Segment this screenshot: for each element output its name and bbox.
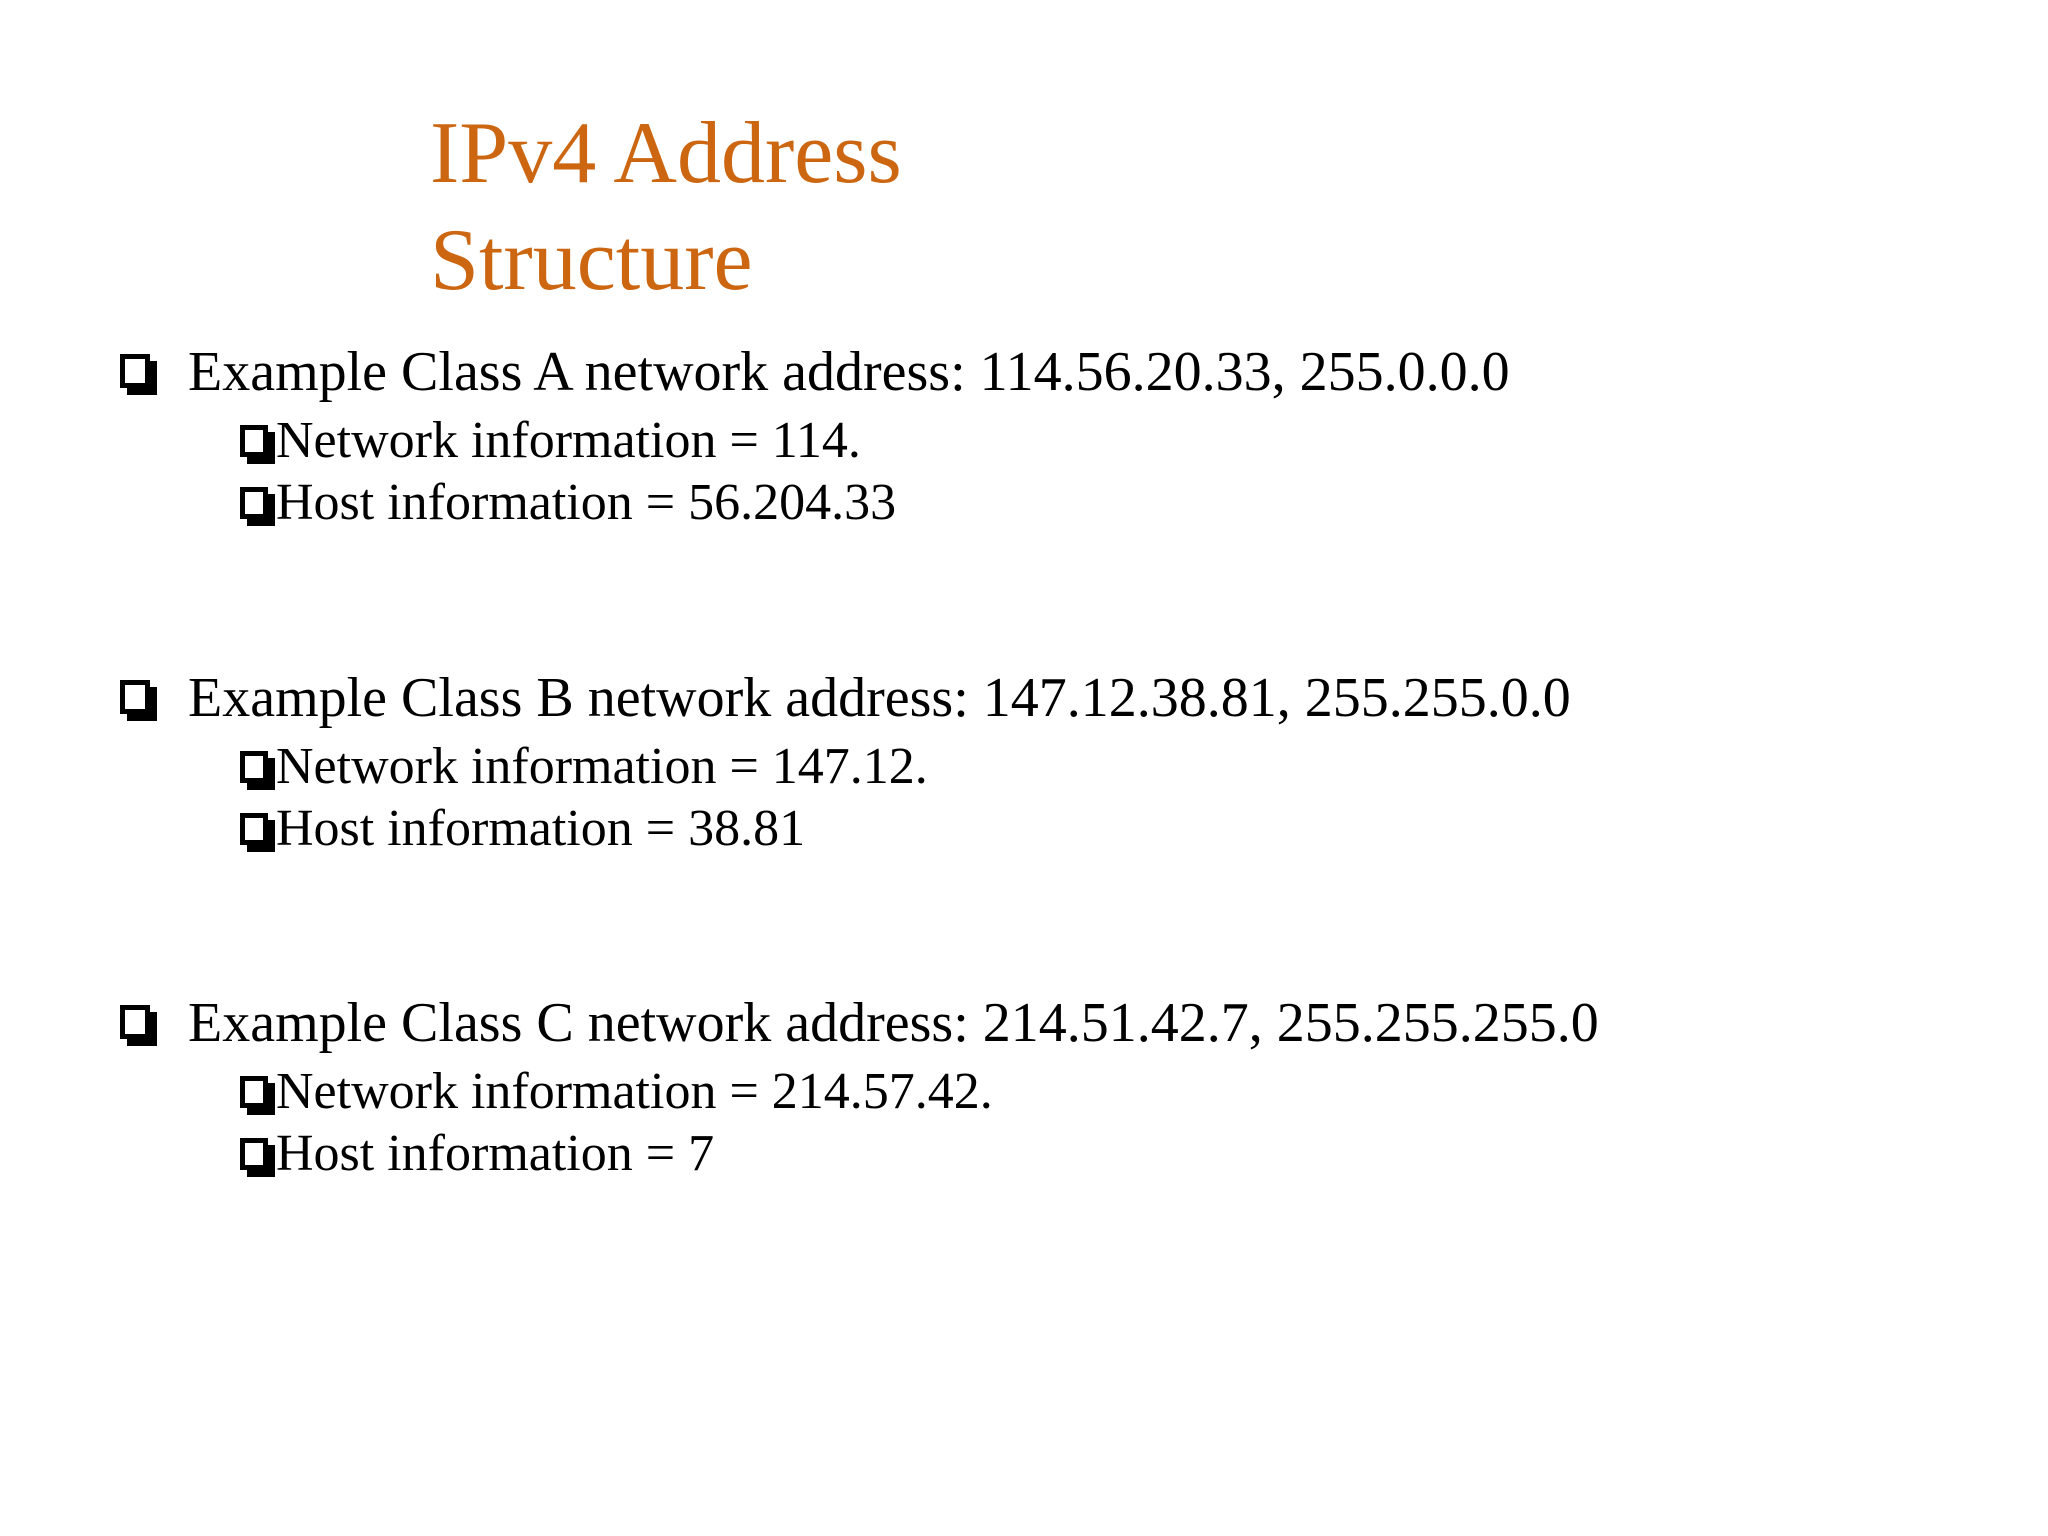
bullet-item-class-c-host: Host information = 7 [0, 1124, 2048, 1184]
bullet-text: Host information = 7 [276, 1125, 715, 1183]
bullet-item-class-c-heading: Example Class C network address: 214.51.… [0, 991, 2048, 1056]
bullet-text: Example Class A network address: 114.56.… [188, 341, 1510, 403]
open-box-bullet-icon [240, 1076, 268, 1109]
open-box-bullet-icon [240, 1138, 268, 1171]
bullet-text: Network information = 147.12. [276, 737, 928, 795]
bullet-item-class-a-network: Network information = 114. [0, 411, 2048, 471]
bullet-item-class-c-network: Network information = 214.57.42. [0, 1062, 2048, 1122]
bullet-text: Network information = 214.57.42. [276, 1063, 993, 1121]
open-box-bullet-icon [240, 750, 268, 783]
slide-body: Example Class A network address: 114.56.… [0, 340, 2048, 1187]
open-box-bullet-icon [240, 424, 268, 457]
bullet-item-class-a-host: Host information = 56.204.33 [0, 473, 2048, 533]
bullet-text: Host information = 38.81 [276, 799, 806, 857]
bullet-group-class-c: Example Class C network address: 214.51.… [0, 991, 2048, 1185]
page-title: IPv4 Address Structure [430, 105, 902, 310]
open-box-bullet-icon [120, 1005, 150, 1040]
bullet-group-class-a: Example Class A network address: 114.56.… [0, 340, 2048, 534]
open-box-bullet-icon [240, 812, 268, 845]
bullet-item-class-b-heading: Example Class B network address: 147.12.… [0, 666, 2048, 731]
bullet-text: Example Class B network address: 147.12.… [188, 666, 1571, 729]
bullet-item-class-b-host: Host information = 38.81 [0, 799, 2048, 859]
open-box-bullet-icon [240, 487, 268, 520]
bullet-item-class-b-network: Network information = 147.12. [0, 737, 2048, 797]
bullet-item-class-a-heading: Example Class A network address: 114.56.… [0, 340, 2048, 405]
bullet-text: Network information = 114. [276, 411, 861, 469]
open-box-bullet-icon [120, 354, 150, 388]
bullet-text: Example Class C network address: 214.51.… [188, 992, 1599, 1055]
bullet-group-class-b: Example Class B network address: 147.12.… [0, 666, 2048, 860]
open-box-bullet-icon [120, 679, 150, 714]
bullet-text: Host information = 56.204.33 [276, 474, 897, 532]
